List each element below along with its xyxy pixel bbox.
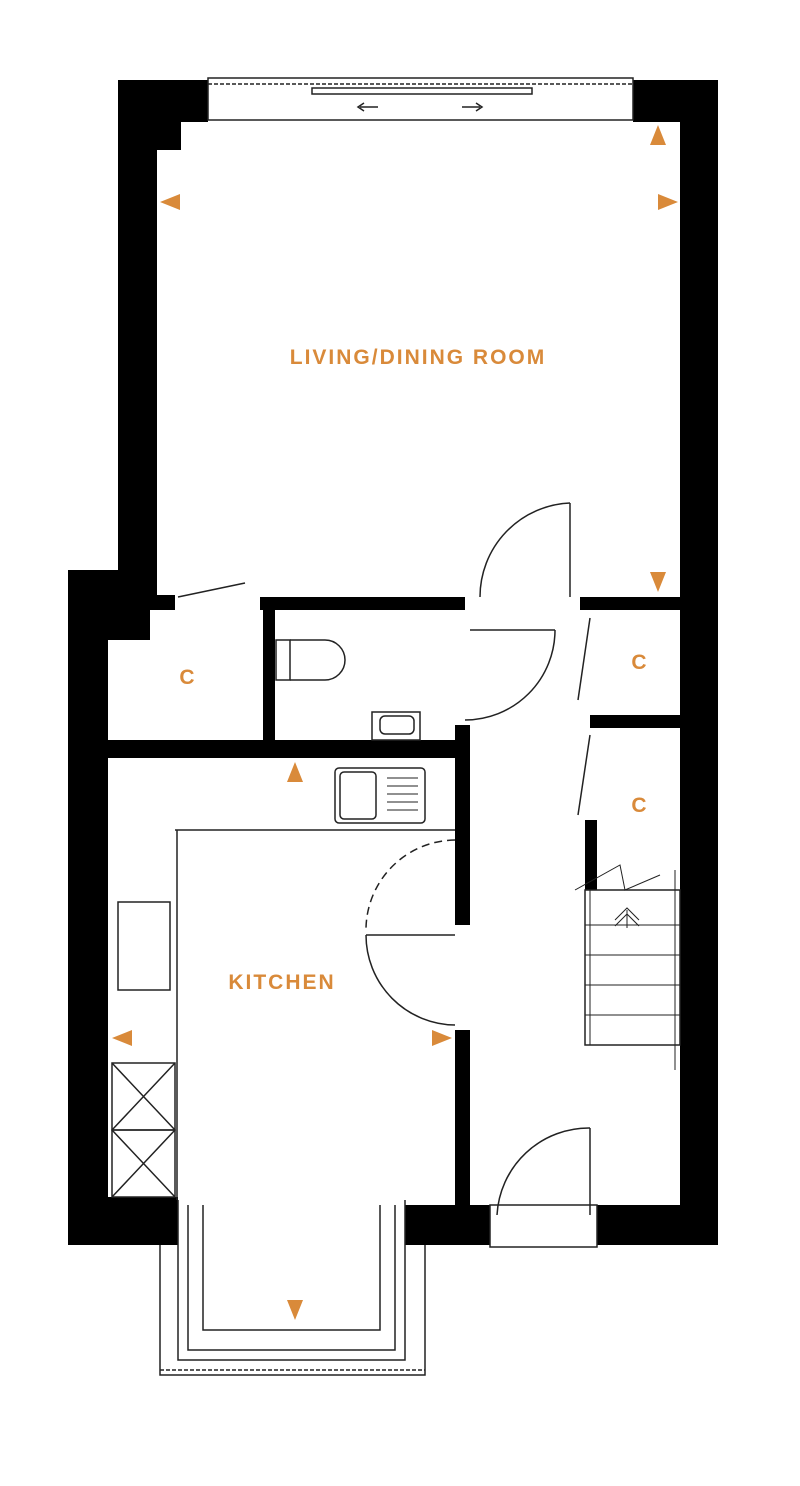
room-label-cupboard-right-top: C bbox=[631, 651, 649, 674]
walls bbox=[68, 80, 718, 1245]
orientation-arrows bbox=[112, 125, 678, 1320]
room-label-kitchen: KITCHEN bbox=[228, 971, 336, 994]
room-label-living-dining: LIVING/DINING ROOM bbox=[289, 346, 547, 369]
fixtures bbox=[111, 77, 681, 1376]
room-label-cupboard-right-bottom: C bbox=[631, 794, 649, 817]
room-label-cupboard-left: C bbox=[179, 666, 197, 689]
